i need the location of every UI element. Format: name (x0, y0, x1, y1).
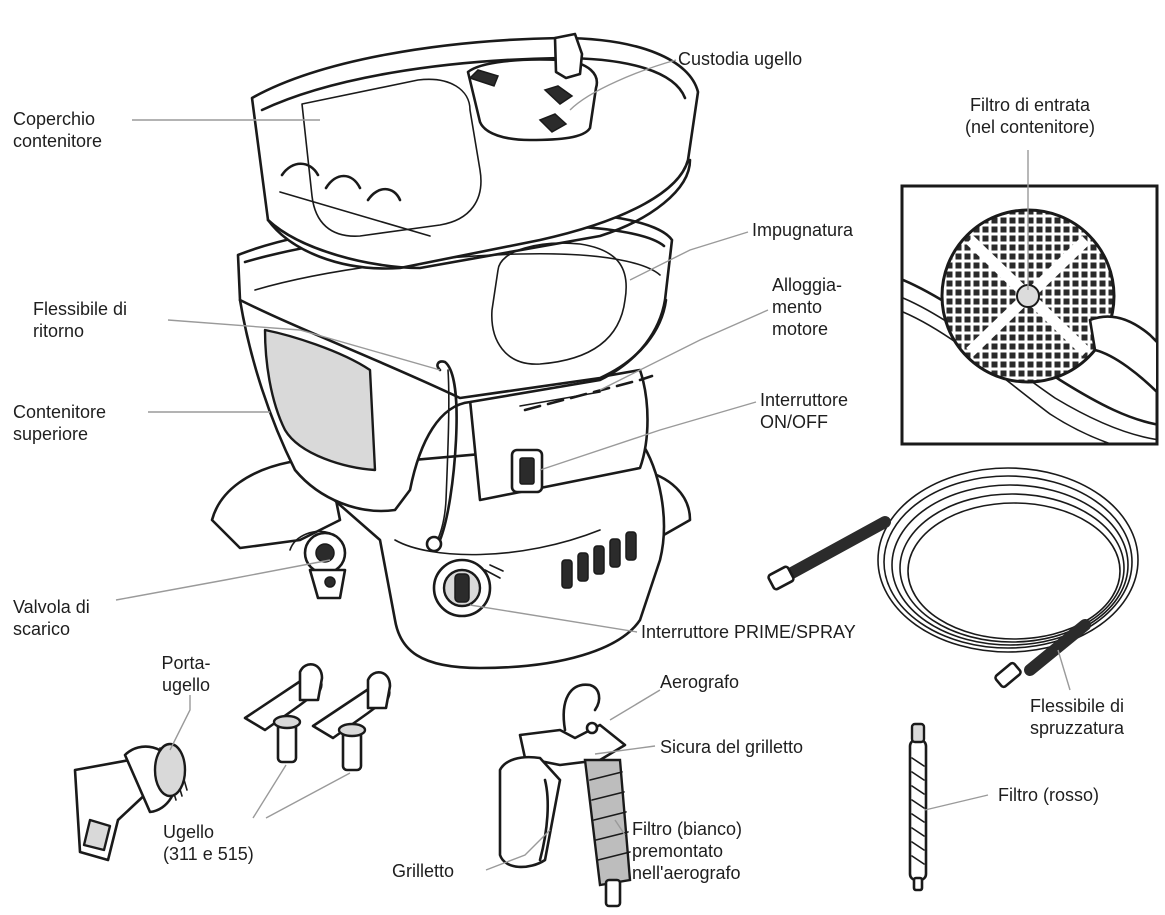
label-handle: Impugnatura (752, 220, 854, 240)
inlet-filter-detail (900, 184, 1159, 446)
filter-mesh (911, 757, 925, 865)
label-tips: Ugello(311 e 515) (163, 822, 254, 864)
label-inlet-filter: Filtro di entrata(nel contenitore) (964, 95, 1096, 137)
label-spray-gun: Aerografo (660, 672, 740, 692)
label-tip-case: Custodia ugello (678, 49, 803, 69)
gun-handle-grip (589, 771, 631, 861)
coiled-hose (767, 467, 1139, 689)
spray-tips-illustration (243, 663, 392, 772)
hopper-lid (250, 32, 700, 270)
gun-filter-illustration (908, 722, 928, 892)
hopper (236, 210, 674, 553)
base-vents (561, 531, 637, 589)
spray-gun-illustration (498, 683, 632, 908)
label-trigger-lock: Sicura del grilletto (660, 737, 804, 757)
label-trigger: Grilletto (392, 861, 455, 881)
label-filter-red: Filtro (rosso) (998, 785, 1100, 805)
leader-lines (115, 59, 1071, 871)
tip-guard-illustration (73, 742, 188, 862)
sprayer-base (210, 438, 692, 670)
label-prime-spray: Interruttore PRIME/SPRAY (641, 622, 856, 642)
label-tip-guard: Porta-ugello (161, 653, 211, 695)
